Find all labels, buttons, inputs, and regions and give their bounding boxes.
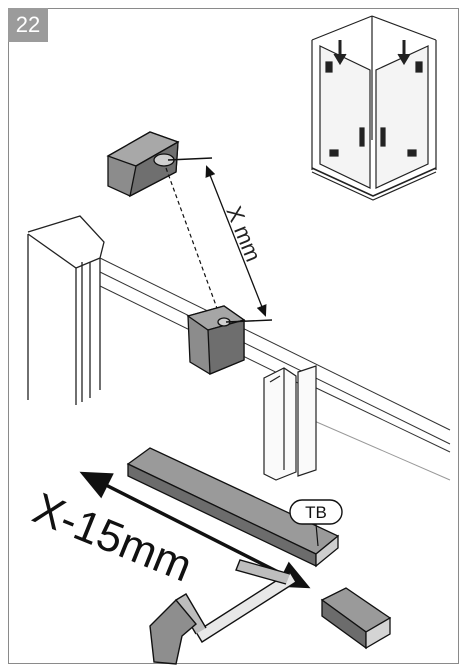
door-profile <box>263 365 317 481</box>
glass-panel <box>99 257 451 481</box>
step-number-badge: 22 <box>8 8 48 42</box>
lower-bracket <box>186 305 246 375</box>
hacksaw-icon <box>149 559 297 665</box>
shower-enclosure-icon <box>311 15 437 201</box>
wall-profile <box>27 215 105 405</box>
x-mm-label: X mm <box>221 203 266 266</box>
guide-line <box>165 167 223 323</box>
part-code-label: TB <box>305 503 327 522</box>
offcut-piece <box>320 587 392 650</box>
cut-length-arrow <box>79 471 311 589</box>
upper-bracket <box>106 131 180 198</box>
dimension-line <box>205 165 267 317</box>
cut-length-label: X-15mm <box>26 484 199 592</box>
